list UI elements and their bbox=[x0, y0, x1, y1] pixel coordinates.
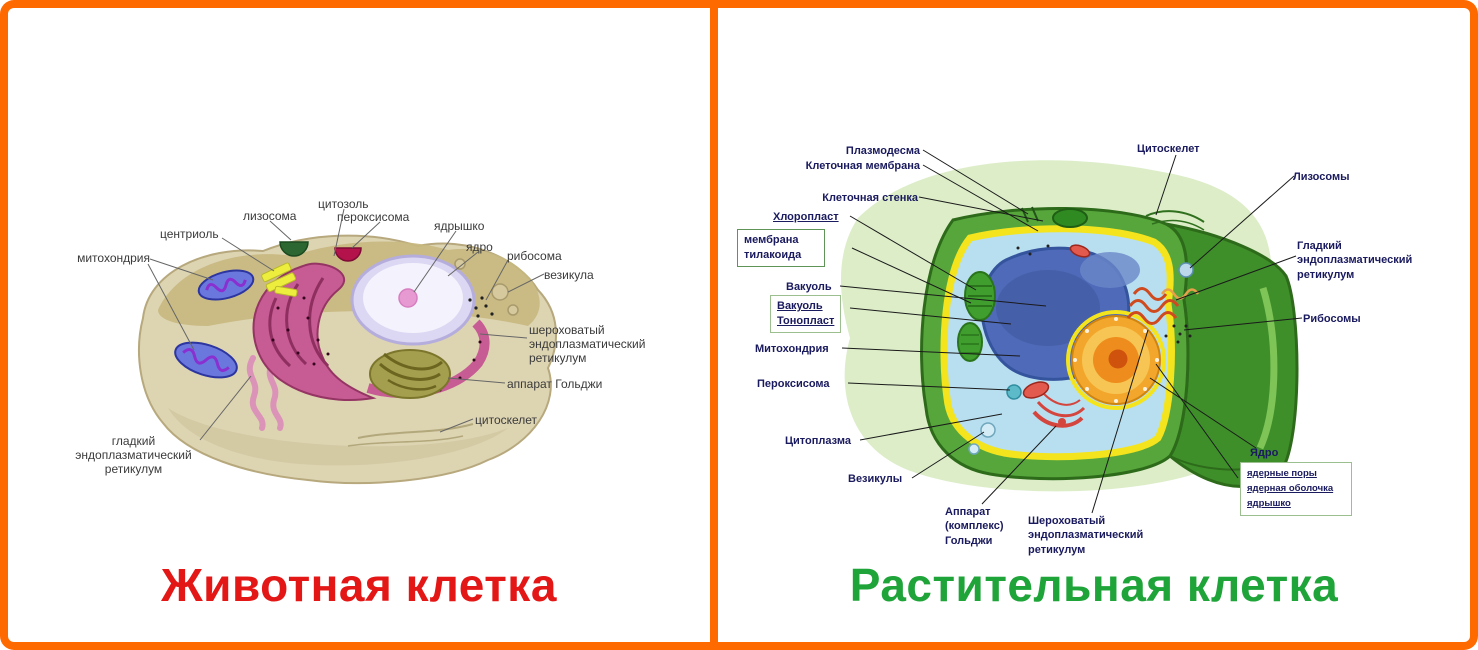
chloroplast-graphic bbox=[957, 208, 1088, 362]
nucleus-graphic bbox=[350, 254, 476, 346]
label-ribosome: рибосома bbox=[507, 249, 562, 263]
label-centriole: центриоль bbox=[160, 227, 219, 241]
label-plant-smooth-er: Гладкий эндоплазматический ретикулум bbox=[1297, 240, 1413, 281]
label-thylakoid-membrane-box: мембрана тилакоида bbox=[737, 229, 825, 267]
label-plant-nucleus: Ядро bbox=[1250, 447, 1279, 459]
label-plant-peroxisome: Пероксисома bbox=[757, 378, 830, 390]
label-plant-mitochondria: Митохондрия bbox=[755, 343, 829, 355]
plant-nucleolus-graphic bbox=[1108, 349, 1128, 369]
animal-cell-illustration bbox=[138, 208, 557, 485]
label-plant-nucleolus: ядрышко bbox=[1247, 498, 1291, 510]
golgi-graphic bbox=[369, 349, 451, 399]
label-golgi: аппарат Гольджи bbox=[507, 377, 603, 391]
plant-lysosome-graphic bbox=[1178, 262, 1194, 278]
plasmodesma-graphic bbox=[1021, 206, 1039, 223]
animal-leader-lines bbox=[147, 208, 545, 441]
label-plant-golgi: Аппарат (комплекс) Гольджи bbox=[945, 506, 1004, 547]
label-vesicle: везикула bbox=[544, 268, 594, 282]
animal-cell-panel: митохондрия центриоль лизосома цитозоль … bbox=[8, 8, 710, 642]
label-vacuole: Вакуоль bbox=[786, 281, 832, 293]
peroxisome-graphic bbox=[334, 247, 362, 262]
label-plasmodesma: Плазмодесма bbox=[845, 145, 920, 157]
label-vesicles: Везикулы bbox=[848, 473, 903, 485]
label-cell-membrane: Клеточная мембрана bbox=[805, 160, 920, 172]
plant-cytoskeleton-graphic bbox=[1145, 210, 1205, 231]
plant-nucleus-graphic bbox=[1066, 310, 1166, 410]
plant-peroxisome-graphic bbox=[1006, 384, 1022, 400]
nucleolus-graphic bbox=[398, 288, 418, 308]
plant-golgi-graphic bbox=[1032, 393, 1086, 428]
label-nucleus: ядро bbox=[466, 240, 493, 254]
animal-cell-title: Животная клетка bbox=[161, 559, 557, 611]
label-chloroplast: Хлоропласт bbox=[773, 211, 839, 223]
smooth-er-graphic bbox=[246, 355, 284, 431]
centriole-graphic bbox=[261, 262, 298, 297]
nucleus-sublabels-box: ядерные поры ядерная оболочка ядрышко bbox=[1240, 462, 1352, 516]
label-smooth-er: гладкий эндоплазматический ретикулум bbox=[75, 434, 192, 477]
plant-ribosomes-graphic bbox=[1016, 244, 1192, 344]
label-peroxisome: пероксисома bbox=[337, 210, 410, 224]
label-plant-rough-er: Шероховатый эндоплазматический ретикулум bbox=[1028, 515, 1144, 556]
vesicles-graphic bbox=[454, 258, 519, 316]
cytoskeleton-graphic bbox=[347, 423, 474, 447]
lysosome-graphic bbox=[279, 241, 309, 257]
mitochondrion-upper-graphic bbox=[197, 269, 255, 301]
plant-mitochondria-graphic bbox=[1022, 244, 1091, 399]
label-lysosome: лизосома bbox=[243, 209, 297, 223]
label-rough-er: шероховатый эндоплазматический ретикулум bbox=[529, 323, 646, 366]
label-thylakoid-membrane: мембрана тилакоида bbox=[744, 234, 802, 261]
label-lysosomes: Лизосомы bbox=[1293, 171, 1350, 183]
label-cytoplasm: Цитоплазма bbox=[785, 435, 851, 447]
label-ribosomes: Рибосомы bbox=[1303, 313, 1361, 325]
label-nuclear-envelope: ядерная оболочка bbox=[1247, 483, 1334, 495]
label-nucleolus: ядрышко bbox=[434, 219, 485, 233]
label-cell-wall: Клеточная стенка bbox=[822, 192, 918, 204]
label-tonoplast-box: Вакуоль Тонопласт bbox=[770, 295, 842, 333]
ribosomes-graphic bbox=[468, 296, 494, 318]
plant-cell-title: Растительная клетка bbox=[849, 559, 1339, 611]
mitochondrion-lower-graphic bbox=[174, 341, 238, 379]
plant-cell-panel: Плазмодесма Клеточная мембрана Клеточная… bbox=[718, 8, 1470, 642]
label-nuclear-pores: ядерные поры bbox=[1247, 468, 1317, 479]
plant-cell-illustration bbox=[839, 149, 1303, 514]
plant-vesicles-graphic bbox=[968, 422, 996, 455]
label-plant-cytoskeleton: Цитоскелет bbox=[1137, 143, 1200, 155]
label-cytoskeleton: цитоскелет bbox=[475, 413, 538, 427]
label-mitochondria: митохондрия bbox=[77, 251, 150, 265]
label-cytosol: цитозоль bbox=[318, 197, 369, 211]
plant-leader-lines bbox=[839, 149, 1303, 514]
label-tonoplast: Тонопласт bbox=[777, 314, 835, 327]
plant-rough-er-graphic bbox=[1126, 287, 1180, 325]
label-vacuole-2: Вакуоль bbox=[777, 300, 823, 312]
